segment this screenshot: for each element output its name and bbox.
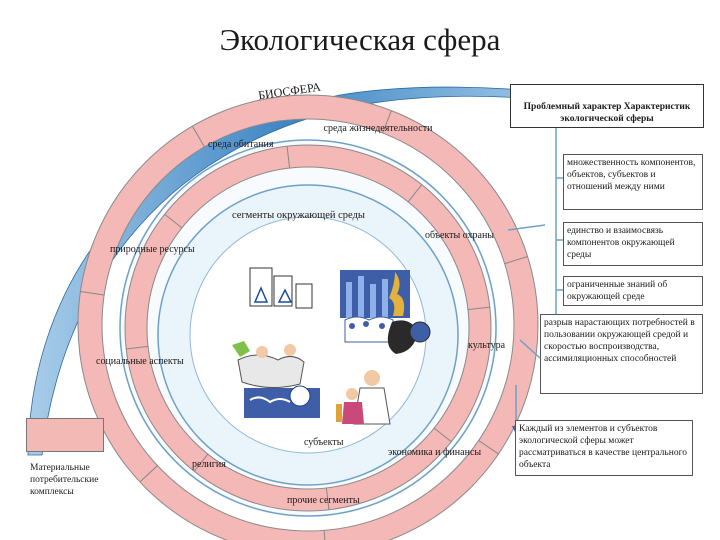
city-skyline-icon <box>340 270 410 318</box>
other-segments-label: прочие сегменты <box>287 495 360 506</box>
globe-handshake-icon <box>244 385 320 418</box>
material-complexes-box <box>26 418 104 452</box>
people-meeting-icon <box>344 316 431 354</box>
scientists-icon <box>232 341 305 388</box>
natural-resources-label: природные ресурсы <box>110 244 195 255</box>
characteristic-box: множественность компонентов, объектов, с… <box>563 154 703 210</box>
economy-finance-label: экономика и финансы <box>388 447 482 458</box>
page-title: Экологическая сфера <box>219 22 501 57</box>
characteristic-box: единство и взаимосвязь компонентов окруж… <box>563 222 703 266</box>
buildings-icon <box>249 267 313 309</box>
culture-label: культура <box>468 340 506 351</box>
characteristic-box: ограниченные знаний об окружающей среде <box>563 276 703 306</box>
subjects-label: субъекты <box>304 437 344 448</box>
doctor-family-icon <box>336 370 391 425</box>
religion-label: религия <box>192 459 226 470</box>
life-environment-label: среда жизнедеятельности <box>323 123 433 134</box>
conclusion-box: Каждый из элементов и субъектов экологич… <box>515 420 693 476</box>
outer-ring <box>77 94 539 540</box>
problem-header-box: Проблемный характер Характеристик эколог… <box>510 84 704 128</box>
protected-objects-label: объекты охраны <box>425 230 495 241</box>
environment-segments-label: сегменты окружающей среды <box>232 210 365 221</box>
characteristic-box: разрыв нарастающих потребностей в пользо… <box>540 314 703 394</box>
social-aspects-label: социальные аспекты <box>96 356 184 367</box>
material-complexes-label: Материальные потребительские комплексы <box>30 463 99 497</box>
habitat-label: среда обитания <box>208 139 274 150</box>
middle-ring-segments <box>124 144 492 512</box>
